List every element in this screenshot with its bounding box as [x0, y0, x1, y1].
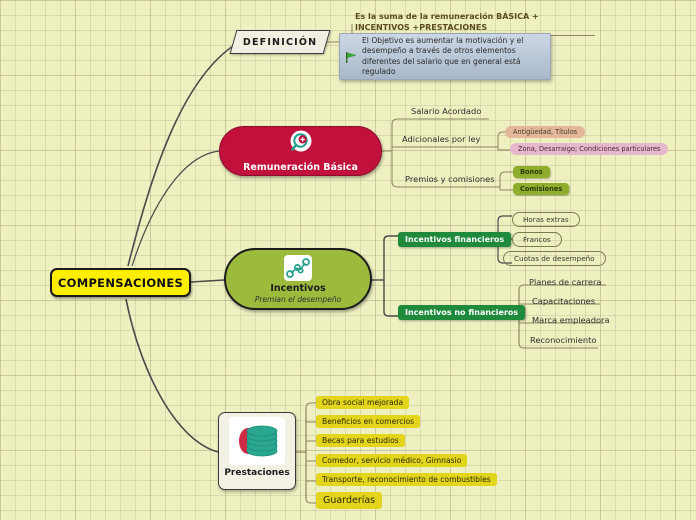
capsule-horas-extras[interactable]: Horas extras — [512, 212, 580, 227]
green-flag-icon — [340, 50, 362, 64]
central-node-compensaciones[interactable]: COMPENSACIONES — [50, 268, 191, 297]
coin-stack-icon — [229, 417, 285, 465]
badge-guarderias[interactable]: Guarderías — [316, 492, 383, 509]
label-adicionales-por-ley[interactable]: Adicionales por ley — [402, 134, 481, 144]
incentivos-subtitle: Premian el desempeño — [254, 294, 342, 304]
label-planes-de-carrera[interactable]: Planes de carrera — [529, 277, 602, 287]
node-definicion[interactable]: DEFINICIÓN — [229, 30, 331, 54]
network-nodes-icon — [284, 254, 312, 281]
badge-comedor-servicio-medico[interactable]: Comedor, servicio médico, Gimnasio — [316, 454, 468, 467]
badge-incentivos-no-financieros[interactable]: Incentivos no financieros — [398, 305, 526, 320]
badge-obra-social-mejorada[interactable]: Obra social mejorada — [316, 396, 410, 409]
badge-zona-desarraigo[interactable]: Zona, Desarraigo; Condiciones particular… — [510, 143, 669, 155]
definicion-label: DEFINICIÓN — [242, 36, 318, 48]
capsule-francos[interactable]: Francos — [512, 232, 562, 247]
remuneracion-basica-title: Remuneración Básica — [243, 161, 358, 173]
central-node-label: COMPENSACIONES — [57, 275, 184, 290]
capsule-cuotas-de-desempeno[interactable]: Cuotas de desempeño — [503, 251, 606, 266]
prestaciones-title: Prestaciones — [224, 468, 290, 478]
incentivos-title: Incentivos — [270, 282, 326, 294]
node-incentivos[interactable]: Incentivos Premian el desempeño — [224, 248, 372, 310]
badge-beneficios-en-comercios[interactable]: Beneficios en comercios — [316, 415, 421, 428]
badge-antiguedad-titulos[interactable]: Antigüedad, Títulos — [505, 126, 586, 138]
label-marca-empleadora[interactable]: Marca empleadora — [532, 315, 610, 325]
label-salario-acordado[interactable]: Salario Acordado — [411, 106, 482, 116]
badge-becas-para-estudios[interactable]: Becas para estudios — [316, 434, 405, 447]
badge-comisiones[interactable]: Comisiones — [513, 183, 570, 195]
label-premios-y-comisiones[interactable]: Premios y comisiones — [405, 174, 495, 184]
label-reconocimiento[interactable]: Reconocimiento — [530, 335, 597, 345]
label-capacitaciones[interactable]: Capacitaciones — [532, 296, 596, 306]
magnifier-plus-icon — [288, 130, 314, 160]
badge-bonos[interactable]: Bonos — [513, 166, 550, 178]
definicion-callout-text: El Objetivo es aumentar la motivación y … — [362, 36, 524, 76]
definicion-callout[interactable]: El Objetivo es aumentar la motivación y … — [339, 33, 551, 80]
node-remuneracion-basica[interactable]: Remuneración Básica — [219, 126, 382, 176]
node-prestaciones[interactable]: Prestaciones — [218, 412, 296, 490]
badge-incentivos-financieros[interactable]: Incentivos financieros — [398, 232, 512, 247]
badge-transporte-combustibles[interactable]: Transporte, reconocimiento de combustibl… — [316, 473, 497, 486]
